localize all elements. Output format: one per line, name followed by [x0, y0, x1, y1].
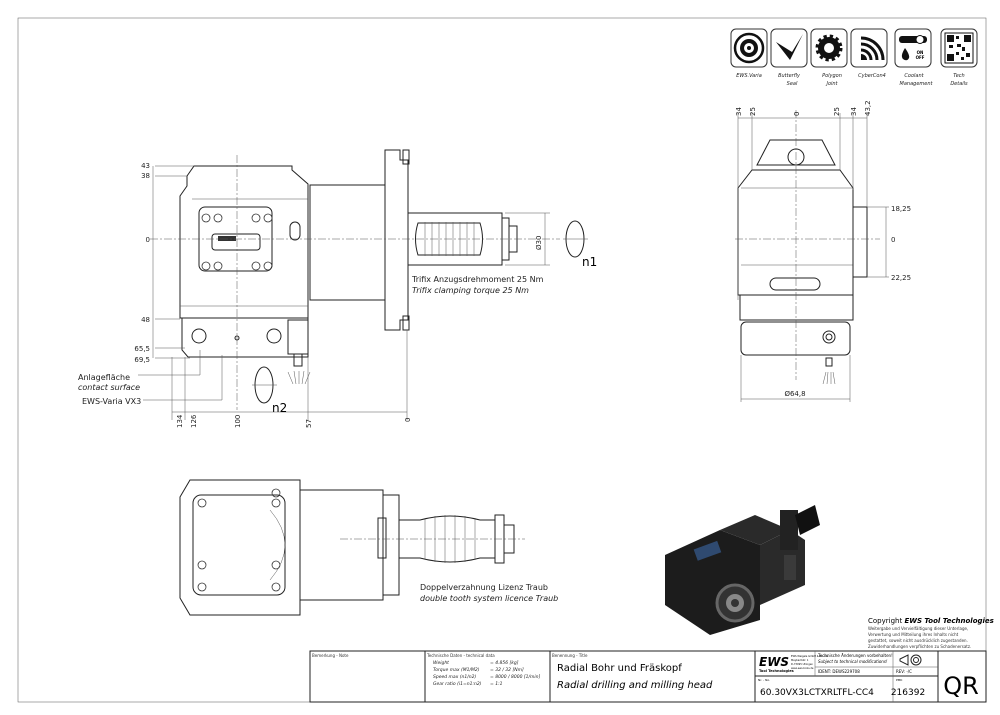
polygon-label-2: Joint	[825, 81, 838, 87]
dim-100: 100	[234, 415, 242, 428]
feature-icons: EWS.Varia Butterfly Seal Polygon Joint C…	[730, 28, 978, 87]
change-note-en: Subject to technical modifications!	[818, 659, 888, 664]
dim-57: 57	[305, 419, 313, 428]
dim-0-top: 0	[793, 112, 801, 116]
tech-val-weight: = 4.856 [kg]	[490, 660, 519, 666]
tech-val-torque: = 32 / 32 [Nm]	[490, 667, 524, 673]
double-tooth-note-en: double tooth system licence Traub	[420, 594, 558, 603]
coolant-management-icon[interactable]: ON OFF Coolant Management	[894, 28, 934, 87]
top-view: Doppelverzahnung Lizenz Traub double too…	[179, 479, 558, 616]
dim-25-left: 25	[749, 107, 757, 116]
title-de: Radial Bohr und Fräskopf	[557, 663, 682, 674]
projection-symbol-icon	[899, 654, 922, 666]
tech-key-weight: Weight	[433, 660, 449, 666]
butterfly-label-1: Butterfly	[778, 73, 801, 79]
company-line-1: EWS Weigele GmbH & Co. KG	[791, 654, 828, 658]
copyright-line-4: Zuwiderhandlungen verpflichten zu Schade…	[868, 644, 971, 649]
coolant-off-label: OFF	[916, 55, 925, 60]
copyright-line-3: gestattet, soweit nicht ausdrücklich zug…	[868, 638, 968, 643]
dim-0-bottom: 0	[404, 418, 412, 422]
dim-34-left: 34	[735, 107, 743, 116]
front-view: 43 38 0 48 65,5 69,5 134 126 100 57 0 Ø3…	[78, 149, 597, 428]
contact-surface-de: Anlagefläche	[78, 373, 130, 382]
cybercon4-icon[interactable]: CyberCon4	[850, 28, 888, 79]
dim-25-right: 25	[833, 107, 841, 116]
isometric-render	[665, 505, 820, 635]
change-note-de: Technische Änderungen vorbehalten!	[817, 653, 893, 658]
copyright-notice: Copyright EWS Tool Technologies Weiterga…	[868, 617, 994, 649]
title-en: Radial drilling and milling head	[557, 680, 713, 691]
dim-diameter-30: Ø30	[535, 236, 543, 250]
pmk-number: 216392	[891, 688, 925, 698]
ident-value: IDENT: DEWS229708	[818, 669, 860, 674]
copyright-title: Copyright EWS Tool Technologies	[868, 617, 994, 625]
butterfly-label-2: Seal	[787, 81, 798, 87]
ews-varia-vx3-label: EWS-Varia VX3	[82, 397, 141, 406]
title-label: Benennung - Title	[552, 653, 588, 658]
part-number: 60.30VX3LCTXRLTFL-CC4	[760, 688, 874, 698]
tech-key-speed: Speed max (n1/n2)	[433, 674, 476, 680]
cybercon-label: CyberCon4	[858, 73, 886, 79]
polygon-label-1: Polygon	[822, 73, 842, 79]
coolant-label-1: Coolant	[904, 73, 924, 79]
tech-label-2: Details	[950, 81, 968, 87]
ews-varia-icon[interactable]: EWS.Varia	[730, 28, 768, 79]
dim-0-right: 0	[891, 236, 895, 244]
ews-varia-label: EWS.Varia	[736, 73, 762, 79]
double-tooth-note-de: Doppelverzahnung Lizenz Traub	[420, 583, 548, 592]
copyright-line-1: Weitergabe und Vervielfältigung dieser U…	[868, 626, 968, 631]
pmk-label: PMK	[896, 678, 903, 682]
tech-val-speed: = 8000 / 8000 [1/min]	[490, 674, 541, 680]
company-line-4: www.ews-tools.de	[791, 666, 814, 670]
coolant-on-label: ON	[917, 50, 924, 55]
rotation-n2-symbol: n2	[252, 366, 287, 415]
number-label: Nr. - No.	[758, 678, 770, 682]
dim-48: 48	[141, 316, 150, 324]
tech-data-label: Technische Daten - technical data	[426, 653, 495, 658]
dim-134: 134	[176, 414, 184, 428]
dim-43: 43	[141, 162, 150, 170]
tech-key-ratio: Gear ratio (i1=n1:n2)	[433, 681, 482, 687]
rotation-n1-symbol: n1	[563, 220, 597, 269]
ews-logo-sub: Tool Technologies	[759, 669, 794, 673]
tech-label-1: Tech	[953, 73, 964, 79]
title-block: Bemerkung - Note Technische Daten - tech…	[309, 650, 987, 703]
remark-label: Bemerkung - Note	[312, 653, 349, 658]
side-view: 34 25 0 25 34 43,2 18,25 0 22,25 Ø64,8	[735, 100, 911, 402]
company-line-3: D-73095 Uhingen	[791, 662, 813, 666]
qr-label: QR	[943, 672, 979, 700]
coolant-label-2: Management	[900, 81, 934, 87]
ews-logo: EWS	[759, 655, 789, 669]
n1-label: n1	[582, 255, 597, 269]
tech-details-qr-icon[interactable]: Tech Details	[940, 28, 978, 87]
revision-value: REV: -/C	[896, 669, 912, 674]
polygon-joint-icon[interactable]: Polygon Joint	[810, 28, 848, 87]
butterfly-seal-icon[interactable]: Butterfly Seal	[770, 28, 808, 87]
dim-38: 38	[141, 172, 150, 180]
dim-18-25: 18,25	[891, 205, 911, 213]
dim-0: 0	[146, 236, 150, 244]
dim-69-5: 69,5	[134, 356, 150, 364]
dim-43-2: 43,2	[864, 100, 872, 116]
dim-22-25: 22,25	[891, 274, 911, 282]
n2-label: n2	[272, 401, 287, 415]
dim-126: 126	[190, 414, 198, 428]
torque-note-de: Trifix Anzugsdrehmoment 25 Nm	[411, 275, 544, 284]
contact-surface-en: contact surface	[78, 383, 140, 392]
dim-34-right: 34	[850, 107, 858, 116]
tech-val-ratio: = 1:1	[490, 681, 503, 687]
dim-65-5: 65,5	[134, 345, 150, 353]
copyright-line-2: Verwertung und Mitteilung ihres Inhalts …	[868, 632, 959, 637]
dim-diameter-64-8: Ø64,8	[784, 390, 805, 398]
torque-note-en: Trifix clamping torque 25 Nm	[412, 286, 529, 295]
tech-key-torque: Torque max (M1/M2)	[433, 667, 480, 673]
company-line-2: Maybachstr. 1	[791, 658, 809, 662]
